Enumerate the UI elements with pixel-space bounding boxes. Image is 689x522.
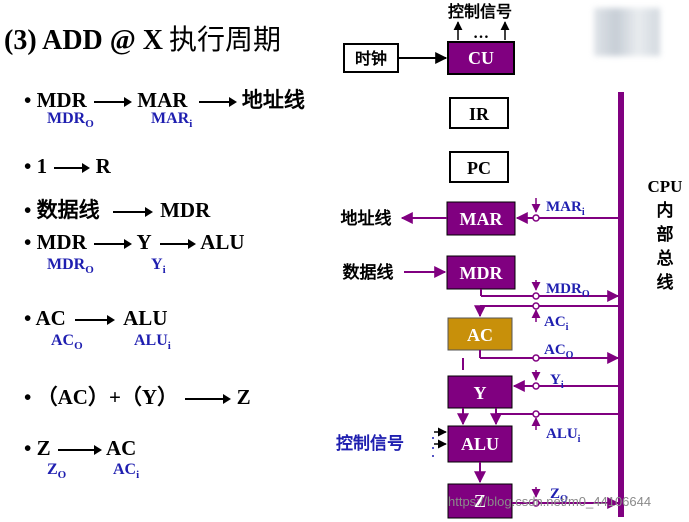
arrow-icon [160,239,197,250]
bus-label-2: 部 [657,224,674,245]
addr-bus-label: 地址线 [341,208,392,229]
bullet: • [24,230,32,254]
step-4-src: MDR [36,230,87,254]
step-2-dst: R [95,154,111,178]
arrow-icon [185,394,232,405]
step-3-dst: MDR [160,198,211,222]
step-2: • 1 R [24,154,111,179]
ir-box [449,97,509,129]
mdr-label: MDR [460,263,504,283]
ac-i-signal: ACi [544,314,569,333]
ac-o-gate [532,354,540,362]
bullet: • [24,306,32,330]
signal-mar-i: MARi [151,110,193,131]
step-4: • MDR Y ALU [24,230,245,255]
alu-label: ALU [461,434,499,454]
signal-y-i: Yi [151,256,166,277]
step-7-src: Z [36,436,51,460]
y-label: Y [474,383,487,403]
signal-mdr-o: MDRO [47,256,94,277]
step-4-dst: ALU [200,230,245,254]
alu-i-signal: ALUi [546,426,581,445]
cu-label: CU [468,48,494,68]
y-i-signal: Yi [550,372,564,391]
title-cn: 执行周期 [169,23,282,56]
bullet: • [24,88,32,112]
z-box [447,483,513,519]
clock-label: 时钟 [355,49,387,68]
ctrl-dots: … [473,25,489,42]
control-signal-top-label: 控制信号 [448,2,512,21]
alu-box [447,425,513,463]
mdr-box [446,255,516,290]
signal-z-o: ZO [47,461,67,482]
bullet: • [24,436,32,460]
mdr-o-gate [532,292,540,300]
bus-label-cpu: CPU [648,177,683,196]
ac-label: AC [467,325,493,345]
step-5-dst: ALU [123,306,168,330]
signal-alu-i: ALUi [134,332,171,353]
ir-label: IR [469,104,490,124]
arrow-icon [198,97,237,108]
step-1-src: MDR [36,88,87,112]
bullet: • [24,154,32,178]
signal-mdr-o: MDRO [47,110,94,131]
cu-box [447,41,515,75]
bus-label-3: 总 [657,248,674,269]
ac-i-gate [532,302,540,310]
bullet: • [24,385,32,409]
title-main: (3) ADD @ X [4,25,164,56]
mar-label: MAR [460,209,504,229]
y-box [447,375,513,409]
step-6-dst: Z [236,385,251,409]
arrow-icon [54,163,91,174]
z-o-signal: ZO [550,486,568,505]
step-5: • AC ALU [24,306,167,331]
step-4-mid: Y [136,230,151,254]
z-o-gate [532,499,540,507]
step-1-dst: 地址线 [241,88,305,112]
step-2-src: 1 [36,154,48,178]
step-3: • 数据线 MDR [24,194,210,224]
arrow-icon [94,97,133,108]
bus-label-4: 线 [657,272,674,293]
step-7-dst: AC [105,436,137,460]
bullet: • [24,198,32,222]
step-1-mid: MAR [137,88,188,112]
mar-box [446,201,516,236]
pc-label: PC [467,158,491,178]
arrow-icon [57,445,102,456]
data-bus-label: 数据线 [343,262,394,283]
y-i-gate [532,382,540,390]
arrow-icon [112,207,153,218]
pc-box [449,151,509,183]
mdr-o-signal: MDRO [546,281,590,300]
control-signal-left-label: 控制信号 [336,433,404,454]
watermark: https://blog.csdn.net/m0_44106644 [448,494,652,509]
mar-i-gate [532,214,540,222]
step-6-src: （AC）+（Y） [36,385,179,409]
bus-label-1: 内 [657,200,674,221]
cpu-internal-bus [618,92,624,517]
z-label: Z [474,491,486,511]
mar-i-signal: MARi [546,199,585,218]
step-3-src: 数据线 [36,198,100,222]
ac-o-signal: ACO [544,342,574,361]
alu-i-gate [532,410,540,418]
signal-ac-o: ACO [51,332,83,353]
step-1: • MDR MAR 地址线 [24,84,305,114]
blurred-thumbnail [594,8,660,56]
arrow-icon [94,239,133,250]
step-7: • Z AC [24,436,136,461]
arrow-icon [75,315,116,326]
step-5-src: AC [35,306,66,330]
signal-ac-i: ACi [113,461,140,482]
step-6: • （AC）+（Y） Z [24,381,251,411]
ac-box [447,317,513,351]
